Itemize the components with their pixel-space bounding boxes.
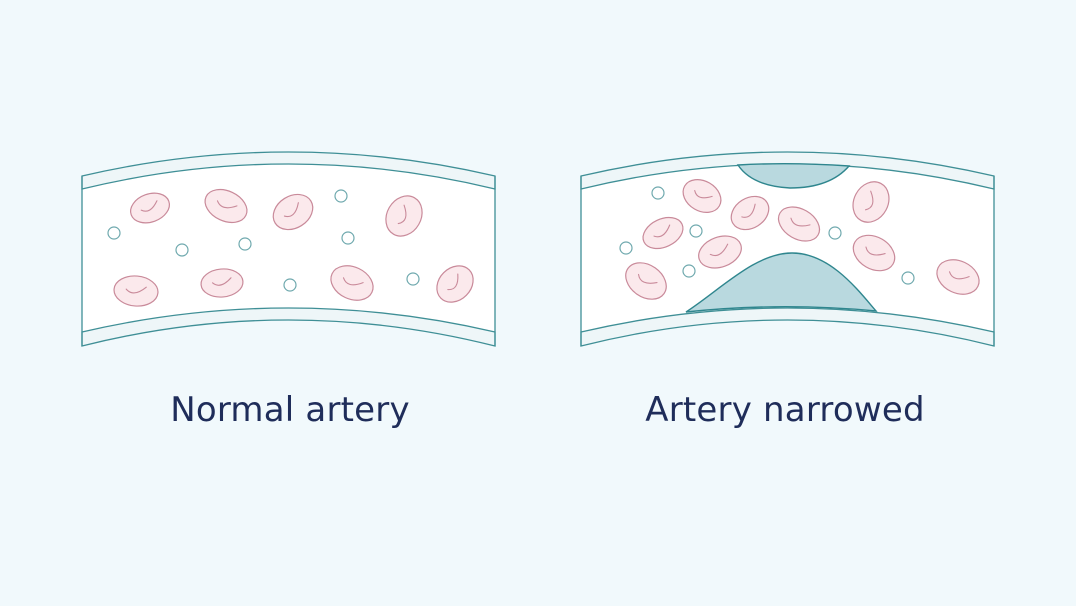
bottom-plaque bbox=[685, 252, 878, 313]
blood-cell-circle bbox=[828, 226, 842, 240]
blood-cell-circle bbox=[341, 231, 355, 245]
red-blood-cell bbox=[682, 179, 722, 213]
normal-artery-label: Normal artery bbox=[170, 390, 410, 430]
red-blood-cell bbox=[113, 275, 159, 307]
red-blood-cell bbox=[436, 265, 474, 303]
blood-cell-circle bbox=[689, 224, 703, 238]
red-blood-cell bbox=[625, 262, 667, 300]
blood-cell-circle bbox=[901, 271, 915, 285]
red-blood-cell bbox=[385, 195, 423, 237]
blood-cell-circle bbox=[238, 237, 252, 251]
blood-cell-circle bbox=[682, 264, 696, 278]
blood-cell-circle bbox=[175, 243, 189, 257]
lumen bbox=[82, 164, 495, 332]
blood-cell-circle bbox=[406, 272, 420, 286]
red-blood-cell bbox=[698, 235, 742, 269]
red-blood-cell bbox=[204, 188, 248, 224]
top-plaque bbox=[736, 163, 851, 189]
red-blood-cell bbox=[200, 268, 244, 298]
red-blood-cell bbox=[642, 216, 684, 250]
red-blood-cell bbox=[852, 234, 896, 272]
red-blood-cell bbox=[130, 192, 170, 224]
red-blood-cell bbox=[777, 206, 821, 242]
blood-cell-circle bbox=[107, 226, 121, 240]
lumen bbox=[581, 164, 994, 332]
red-blood-cell bbox=[330, 265, 374, 301]
blood-cell-circle bbox=[283, 278, 297, 292]
narrowed-artery-illustration bbox=[580, 151, 995, 347]
red-blood-cell bbox=[852, 181, 890, 223]
normal-artery-illustration bbox=[81, 151, 496, 347]
blood-cell-circle bbox=[651, 186, 665, 200]
narrowed-artery-label: Artery narrowed bbox=[645, 390, 925, 430]
red-blood-cell bbox=[730, 195, 770, 231]
blood-cell-circle bbox=[619, 241, 633, 255]
red-blood-cell bbox=[272, 193, 314, 231]
red-blood-cell bbox=[936, 259, 980, 295]
blood-cell-circle bbox=[334, 189, 348, 203]
